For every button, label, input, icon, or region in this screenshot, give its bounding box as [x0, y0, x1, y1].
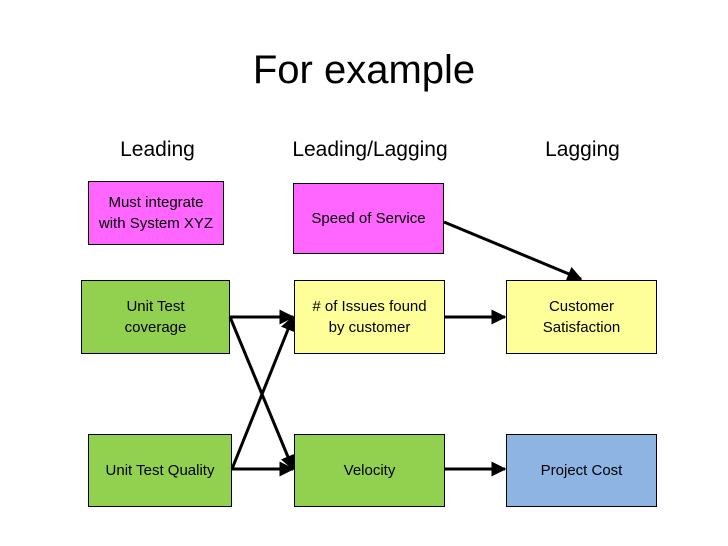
column-header-leading: Leading: [120, 138, 195, 161]
column-header-lagging: Lagging: [545, 138, 620, 161]
slide-title: For example: [252, 48, 476, 92]
box-project-cost: Project Cost: [506, 434, 657, 507]
arrow-coverage-to-velocity: [228, 316, 295, 471]
box-speed-of-service: Speed of Service: [293, 183, 444, 254]
column-header-leading-lagging: Leading/Lagging: [292, 138, 448, 161]
box-velocity: Velocity: [294, 434, 445, 507]
box-unit-test-coverage: Unit Test coverage: [81, 280, 230, 354]
arrow-speed-to-satisfaction: [443, 220, 583, 281]
arrow-quality-to-issues: [230, 315, 295, 470]
box-must-integrate: Must integrate with System XYZ: [88, 181, 224, 245]
box-issues-found: # of Issues found by customer: [294, 280, 445, 354]
box-unit-test-quality: Unit Test Quality: [88, 434, 232, 507]
box-customer-satisfaction: Customer Satisfaction: [506, 280, 657, 354]
